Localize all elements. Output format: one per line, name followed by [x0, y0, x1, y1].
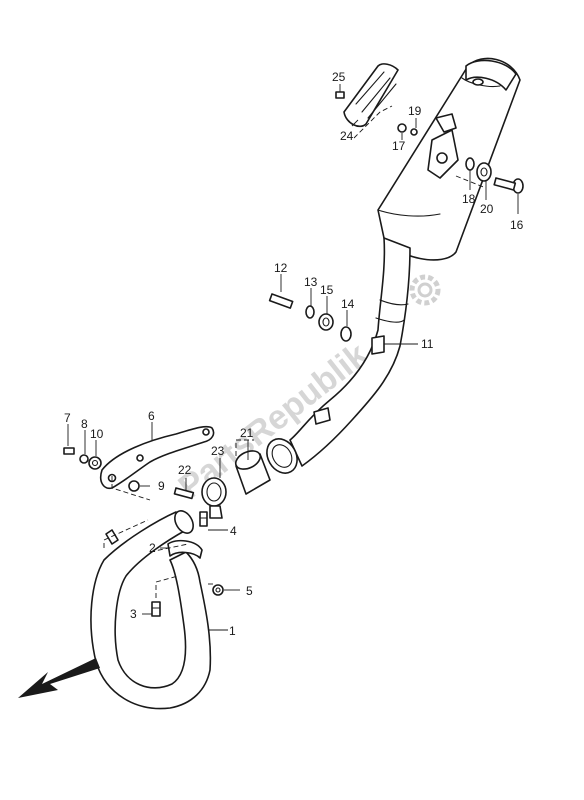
- callout-1: 1: [229, 624, 236, 638]
- callout-9: 9: [158, 479, 165, 493]
- callout-10: 10: [90, 427, 104, 441]
- clamp-23: [201, 477, 227, 519]
- screw-25: [335, 91, 345, 99]
- callout-20: 20: [480, 202, 494, 216]
- bushing-10: [88, 456, 102, 470]
- callout-5: 5: [246, 584, 253, 598]
- callout-4: 4: [230, 524, 237, 538]
- callout-14: 14: [341, 297, 355, 311]
- gear-logo-icon: [409, 274, 441, 306]
- bolt-7: [63, 447, 75, 455]
- callout-21: 21: [240, 426, 254, 440]
- callout-13: 13: [304, 275, 318, 289]
- callout-24: 24: [340, 129, 354, 143]
- callout-labels: 1 2 3 4 5 6 7 8 9 10 11 12 13 14 15 16 1…: [64, 70, 524, 638]
- leader-lines: [67, 84, 519, 631]
- callout-3: 3: [130, 607, 137, 621]
- callout-22: 22: [178, 463, 192, 477]
- bushing-15: [318, 313, 334, 331]
- callout-15: 15: [320, 283, 334, 297]
- collar-14: [340, 326, 352, 342]
- callout-17: 17: [392, 139, 406, 153]
- connecting-pipe: [266, 237, 411, 474]
- bolt-22: [173, 487, 195, 500]
- callout-23: 23: [211, 444, 225, 458]
- exhaust-head-pipe: [90, 510, 212, 710]
- bolt-12: [268, 293, 294, 309]
- callout-6: 6: [148, 409, 155, 423]
- washer-17: [397, 123, 407, 133]
- bolt-3: [151, 601, 161, 617]
- callout-12: 12: [274, 261, 288, 275]
- washer-13: [305, 305, 315, 319]
- callout-19: 19: [408, 104, 422, 118]
- nut-5: [212, 584, 224, 596]
- rubber-pad-24: [343, 63, 399, 128]
- callout-7: 7: [64, 411, 71, 425]
- callout-18: 18: [462, 192, 476, 206]
- callout-2: 2: [149, 541, 156, 555]
- washer-18: [465, 157, 475, 171]
- bolt-16: [493, 177, 524, 194]
- stud-4: [199, 511, 208, 527]
- callout-11: 11: [421, 337, 434, 351]
- bolt-9: [128, 480, 140, 492]
- bushing-20: [476, 162, 492, 182]
- callout-25: 25: [332, 70, 346, 84]
- washer-19: [410, 128, 418, 136]
- front-direction-arrow-icon: [18, 658, 100, 698]
- callout-8: 8: [81, 417, 88, 431]
- muffler: [377, 57, 521, 261]
- callout-16: 16: [510, 218, 524, 232]
- washer-8: [79, 454, 89, 464]
